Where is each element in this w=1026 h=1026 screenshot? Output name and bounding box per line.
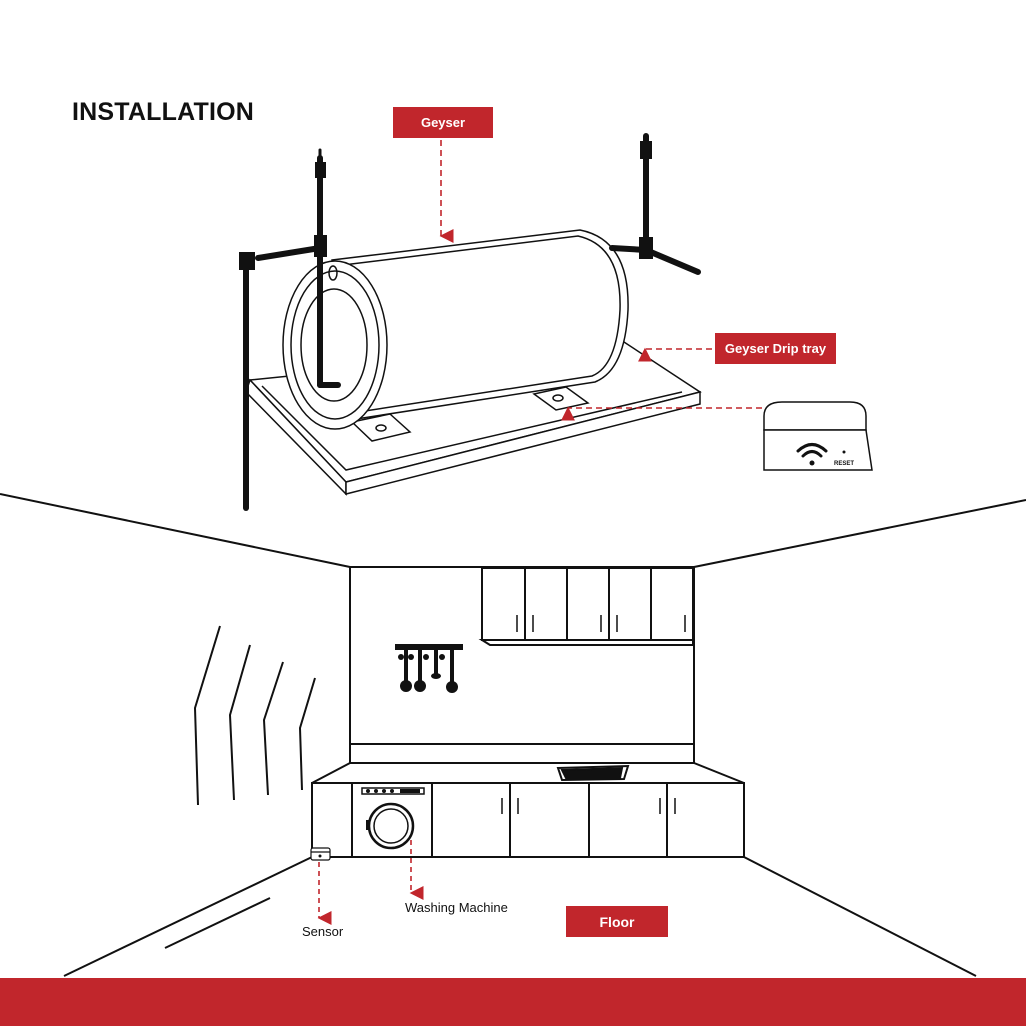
floor-label-text: Floor — [599, 913, 635, 930]
sink — [556, 764, 630, 782]
geyser-label-text: Geyser — [420, 115, 466, 130]
geyser-tank — [282, 229, 629, 430]
inlet-pipe — [239, 148, 341, 511]
washing-machine — [361, 787, 425, 850]
upper-cabinets — [478, 567, 694, 646]
reset-label: RESET — [834, 461, 854, 467]
wifi-sensor-device: RESET — [763, 401, 873, 471]
geyser-label: Geyser — [393, 107, 493, 138]
utensil-rack — [395, 644, 463, 693]
geyser-assembly: RESET — [239, 133, 873, 511]
wifi-icon — [796, 443, 828, 466]
wall-window-lines — [193, 625, 316, 806]
sensor-label: Sensor — [302, 924, 344, 939]
drip-tray-label: Geyser Drip tray — [715, 333, 836, 364]
drip-tray-label-text: Geyser Drip tray — [724, 341, 827, 356]
room-scene — [0, 493, 1026, 977]
washing-machine-label: Washing Machine — [405, 900, 508, 915]
wall-hanger — [609, 133, 701, 275]
floor-sensor — [310, 847, 331, 861]
floor-label: Floor — [566, 906, 668, 937]
footer-bar — [0, 978, 1026, 1026]
page-title: INSTALLATION — [72, 98, 255, 126]
